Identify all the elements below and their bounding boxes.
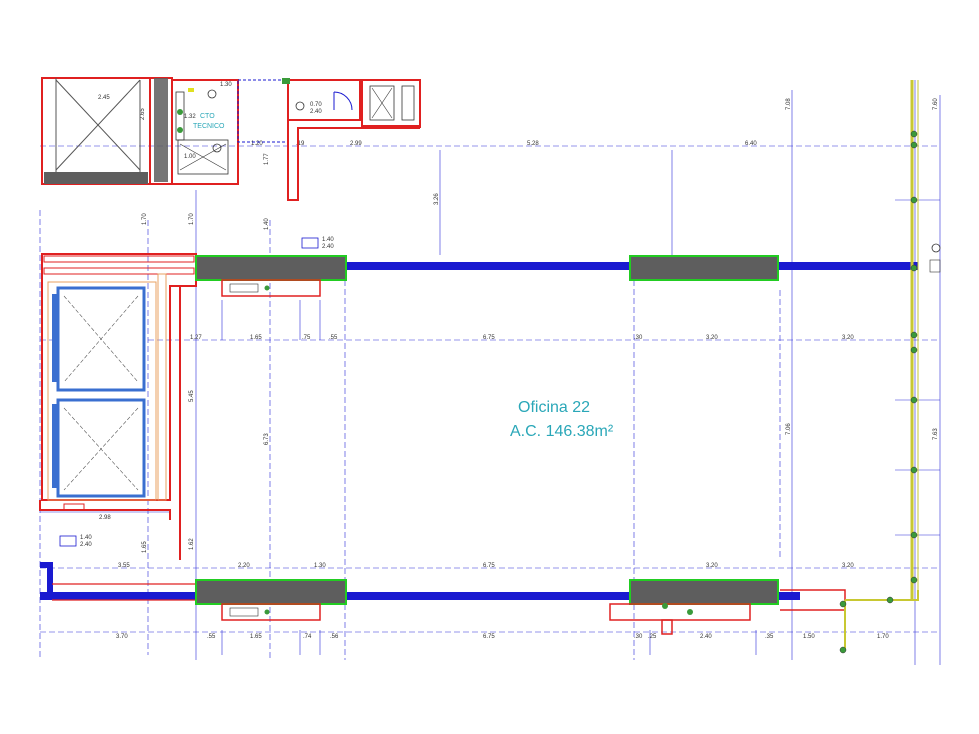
office-walls [40,262,918,611]
dim-bot-10: 1.50 [803,634,815,640]
dim-v-0: 2.65 [140,108,146,120]
dim-v-4: 1.77 [264,153,270,165]
door-tag-bottom-1: 1.40 [80,535,92,541]
dim-mid-3: .55 [329,335,338,341]
dim-v-8: 1.65 [142,541,148,553]
dim-bot-1: .55 [207,634,216,640]
dim-mid-1: 1.65 [250,335,262,341]
dim-mid-7: 3.20 [842,335,854,341]
tag-tech-2: 1.00 [184,154,196,160]
dim-low-4: 3.20 [706,563,718,569]
dim-bot-6: .30 [634,634,643,640]
dim-bot-8: 2.40 [700,634,712,640]
elevator-2 [52,398,146,498]
dim-v-12: 7.60 [933,98,939,110]
door-tag-bottom-2: 2.40 [80,542,92,548]
dim-bot-11: 1.70 [877,634,889,640]
column-4 [629,579,779,605]
dim-top-0: 2.45 [98,95,110,101]
dim-v-2: 1.70 [189,213,195,225]
door-tags: 1.40 2.40 1.40 2.40 [59,237,334,548]
dim-low-2: 1.30 [314,563,326,569]
dim-v-13: 7.63 [933,428,939,440]
door-tag-top-2: 2.40 [322,244,334,250]
dimension-labels: 2.45 1.20 .19 2.99 5.28 6.40 1.27 1.65 .… [98,95,939,640]
dim-mid-5: .30 [634,335,643,341]
dim-low-0: 3.55 [118,563,130,569]
dim-v-3: 1.40 [264,218,270,230]
dim-v-1: 1.70 [142,213,148,225]
structural-columns [195,255,779,605]
dim-bot-5: 6.75 [483,634,495,640]
stair-shaft [41,77,173,185]
dim-mid-0: 1.27 [190,335,202,341]
room-label: Oficina 22 A.C. 146.38m² [510,399,614,440]
tag-tech-1: 1.32 [184,114,196,120]
dim-mid-4: 6.75 [483,335,495,341]
tech-room-label-2: TECNICO [193,123,225,130]
dim-bot-7: .25 [648,634,657,640]
dim-bot-3: .74 [303,634,312,640]
dimension-lines [39,80,941,665]
dim-top-4: 5.28 [527,141,539,147]
dim-v-9: 1.62 [189,538,195,550]
dim-v-5: 3.26 [434,193,440,205]
dim-bot-9: .35 [765,634,774,640]
column-surrounds [221,279,751,635]
tech-room-label-1: CTO [200,113,215,120]
facade [839,80,941,654]
tag-service-2: 2.40 [310,109,322,115]
column-1 [195,255,347,281]
dim-bot-2: 1.65 [250,634,262,640]
dim-mid-2: .75 [302,335,311,341]
elevator-1 [52,286,146,392]
dim-elevator-width: 2.98 [99,515,111,521]
room-name: Oficina 22 [518,399,590,416]
tag-service-1: 0.70 [310,102,322,108]
room-area: A.C. 146.38m² [510,423,614,440]
dim-top-1: 1.20 [251,141,263,147]
dim-low-5: 3.20 [842,563,854,569]
column-2 [629,255,779,281]
dim-v-6: 5.45 [189,390,195,402]
dim-v-10: 7.06 [786,423,792,435]
dim-top-3: 2.99 [350,141,362,147]
dim-v-11: 7.08 [786,98,792,110]
service-rooms: 0.70 2.40 [237,78,421,201]
dim-top-2: .19 [296,141,305,147]
dim-low-3: 6.75 [483,563,495,569]
dim-bot-4: .56 [330,634,339,640]
dim-top-5: 6.40 [745,141,757,147]
dim-v-7: 6.73 [264,433,270,445]
tag-tech-3: 1.30 [220,82,232,88]
elevator-walls [39,285,181,560]
column-3 [195,579,347,605]
dim-bot-0: 3.70 [116,634,128,640]
dim-mid-6: 3.20 [706,335,718,341]
technical-room: CTO TECNICO 1.32 1.00 1.30 [171,79,239,185]
dim-low-1: 2.20 [238,563,250,569]
door-tag-top-1: 1.40 [322,237,334,243]
